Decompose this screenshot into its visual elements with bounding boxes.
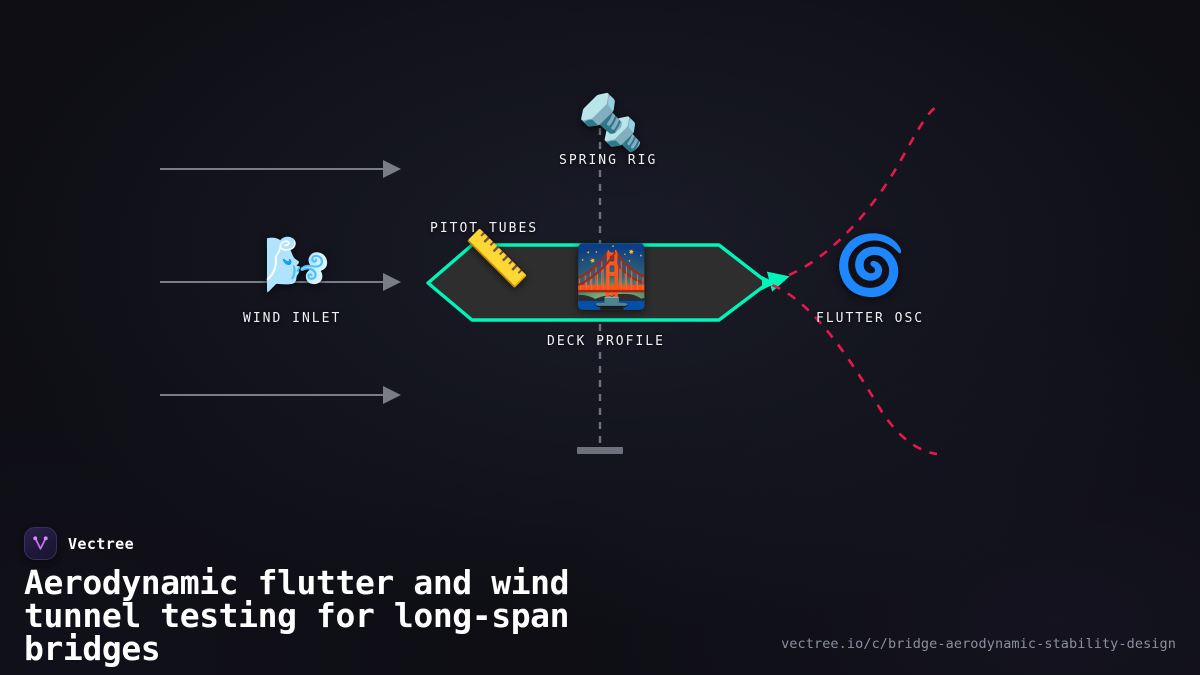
airflow-streams — [160, 160, 401, 404]
bridge-at-night-icon: 🌉 — [574, 242, 649, 312]
footer: Vectree Aerodynamic flutter and wind tun… — [0, 495, 1200, 675]
node-label-pitot-tubes: PITOT TUBES — [430, 221, 539, 236]
node-label-flutter-osc: FLUTTER OSC — [816, 311, 925, 326]
ruler-icon: 📏 — [463, 227, 531, 290]
brand-row: Vectree — [24, 527, 134, 560]
flutter-origin-arrow — [762, 276, 776, 290]
node-label-wind-inlet: WIND INLET — [243, 311, 342, 326]
node-label-deck-profile: DECK PROFILE — [547, 334, 665, 349]
flutter-path-lower — [771, 283, 938, 456]
vectree-logo-icon — [24, 527, 57, 560]
nut-and-bolt-icon: 🔩 — [577, 91, 645, 154]
logo-glyph — [33, 536, 48, 550]
flutter-path-upper — [766, 105, 938, 292]
node-label-spring-rig: SPRING RIG — [559, 153, 658, 168]
wind-face-icon: 🌬️ — [263, 233, 331, 296]
flutter-divergence-paths — [762, 105, 938, 456]
brand-name: Vectree — [68, 534, 135, 553]
support-base-bar — [577, 447, 623, 454]
page-title: Aerodynamic flutter and wind tunnel test… — [24, 563, 570, 668]
cyclone-icon: 🌀 — [834, 231, 907, 299]
footer-url: vectree.io/c/bridge-aerodynamic-stabilit… — [781, 636, 1176, 652]
